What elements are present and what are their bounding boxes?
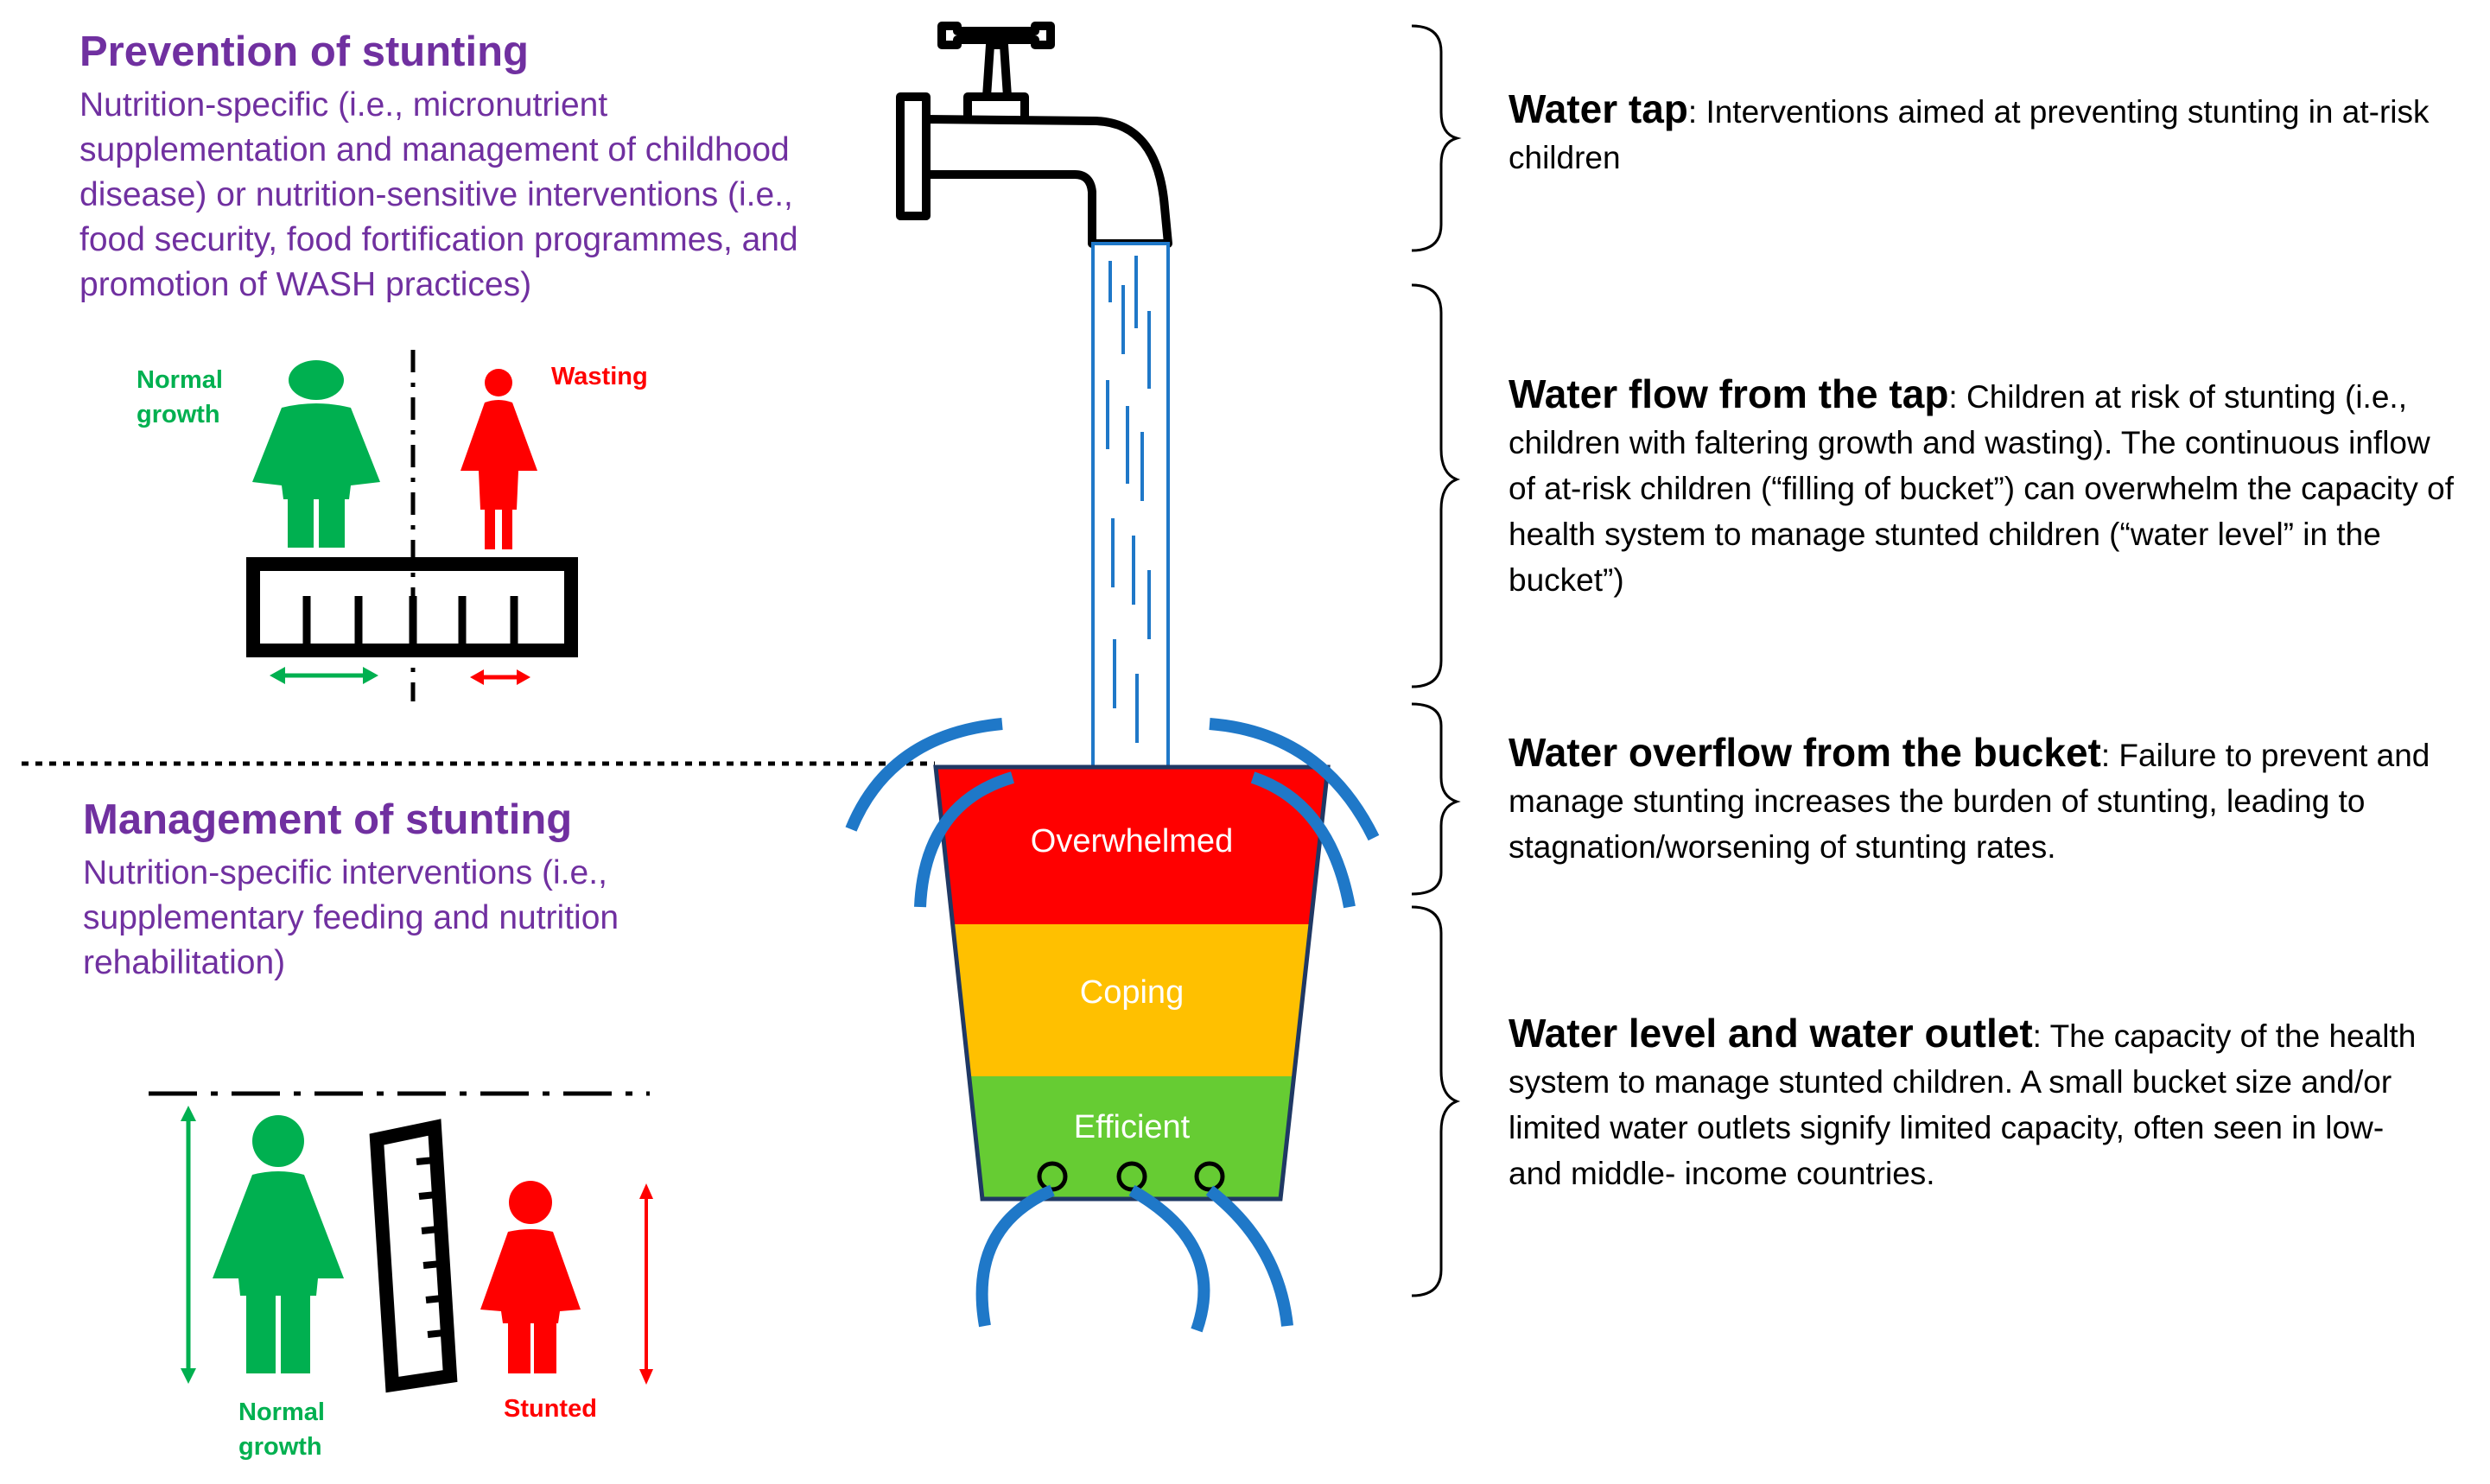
prevention-body: Nutrition-specific (i.e., micronutrient …	[79, 86, 798, 303]
normal-growth-tall-child-icon	[213, 1115, 344, 1373]
bucket-outline	[933, 764, 1331, 1202]
desc-water-overflow: Water overflow from the bucket: Failure …	[1509, 730, 2472, 870]
bucket-label-efficient: Efficient	[1073, 1109, 1191, 1145]
bucket-band-coping	[936, 924, 1328, 1076]
bucket-outlet-holes	[1037, 1161, 1225, 1192]
desc-water-flow-heading: Water flow from the tap	[1509, 371, 1949, 416]
wasting-width-arrow	[470, 669, 530, 685]
desc-water-tap-text: : Interventions aimed at preventing stun…	[1509, 94, 2430, 175]
height-ruler-icon	[369, 1119, 458, 1393]
desc-water-overflow-text: : Failure to prevent and manage stunting…	[1509, 738, 2430, 865]
normal-growth-child-icon	[252, 360, 380, 548]
management-stunted-label: Stunted	[504, 1395, 597, 1423]
outlet-streams	[975, 1184, 1293, 1333]
stunted-height-arrow	[639, 1183, 653, 1385]
water-stream	[1091, 242, 1170, 771]
desc-water-tap-heading: Water tap	[1509, 86, 1688, 131]
weighing-scale-icon	[246, 557, 578, 657]
bucket-label-overwhelmed: Overwhelmed	[1030, 823, 1234, 859]
bucket-band-overwhelmed	[936, 767, 1328, 924]
desc-water-level-text: : The capacity of the health system to m…	[1509, 1018, 2417, 1191]
normal-growth-width-arrow	[270, 667, 378, 684]
right-braces	[1411, 24, 1462, 1297]
prevention-title: Prevention of stunting	[79, 29, 529, 75]
desc-water-flow-text: : Children at risk of stunting (i.e., ch…	[1509, 379, 2454, 598]
prevention-wasting-label: Wasting	[551, 363, 648, 390]
desc-water-level: Water level and water outlet: The capaci…	[1509, 1011, 2424, 1196]
management-title: Management of stunting	[83, 796, 573, 843]
water-tap-icon	[896, 22, 1172, 248]
management-body: Nutrition-specific interventions (i.e., …	[83, 854, 619, 981]
desc-water-tap: Water tap: Interventions aimed at preven…	[1509, 86, 2459, 181]
wasting-child-icon	[461, 369, 537, 549]
normal-height-arrow	[181, 1106, 196, 1384]
bucket-label-coping: Coping	[1079, 974, 1185, 1011]
desc-water-flow: Water flow from the tap: Children at ris…	[1509, 371, 2459, 603]
stunted-child-icon	[480, 1181, 581, 1373]
overflow-splashes	[845, 718, 1380, 909]
desc-water-overflow-heading: Water overflow from the bucket	[1509, 730, 2101, 775]
management-normal-growth-label: Normal growth	[238, 1398, 325, 1461]
prevention-normal-growth-label: Normal growth	[137, 366, 223, 428]
desc-water-level-heading: Water level and water outlet	[1509, 1011, 2033, 1056]
